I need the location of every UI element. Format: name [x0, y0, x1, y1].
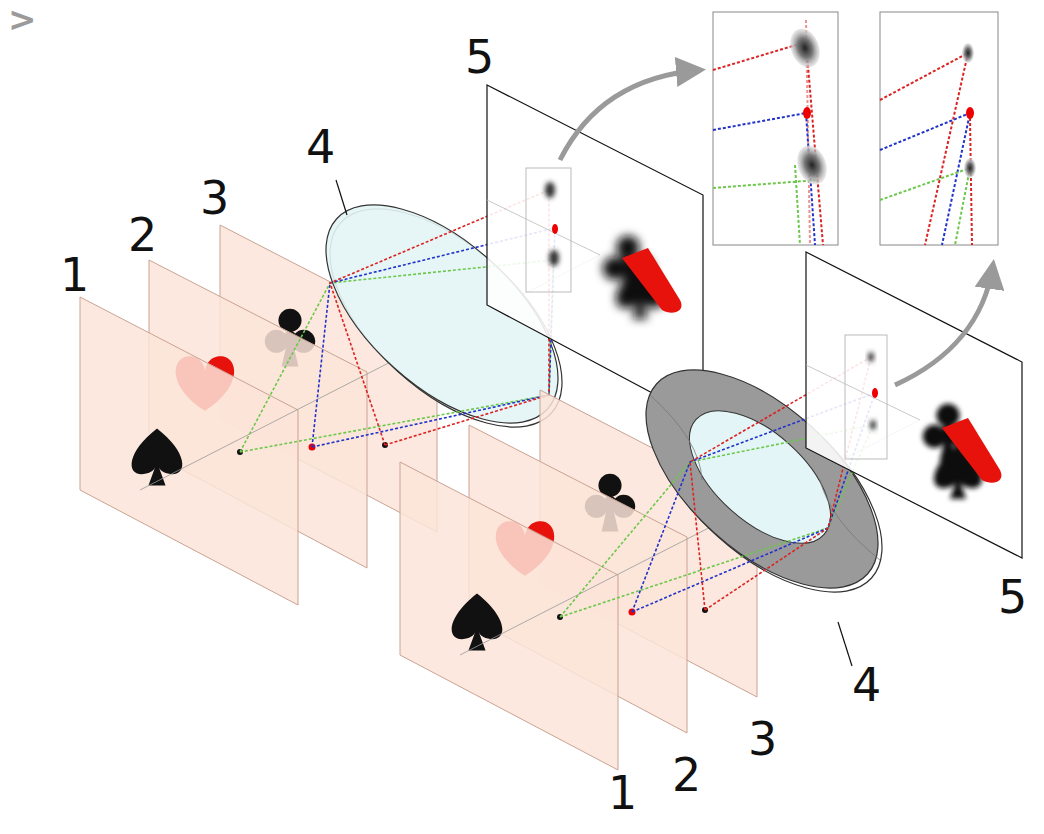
- callout-number: 3: [200, 175, 229, 221]
- callout-number: 5: [998, 574, 1027, 620]
- callout-number: 1: [60, 252, 89, 298]
- leader-line: [838, 622, 852, 666]
- object-plane: [80, 297, 298, 605]
- screen: [487, 85, 703, 420]
- callout-number: 3: [748, 716, 777, 762]
- callout-number: 4: [306, 124, 335, 170]
- leader-line: [336, 180, 347, 215]
- callout-number: 2: [672, 752, 701, 798]
- lower-system: [400, 252, 1022, 770]
- prompt-mark: >: [8, 2, 37, 36]
- callout-number: 2: [128, 212, 157, 258]
- callout-number: 1: [608, 770, 637, 816]
- zoom-insets: [560, 12, 998, 385]
- callout-number: 4: [852, 662, 881, 708]
- callout-number: 5: [465, 34, 494, 80]
